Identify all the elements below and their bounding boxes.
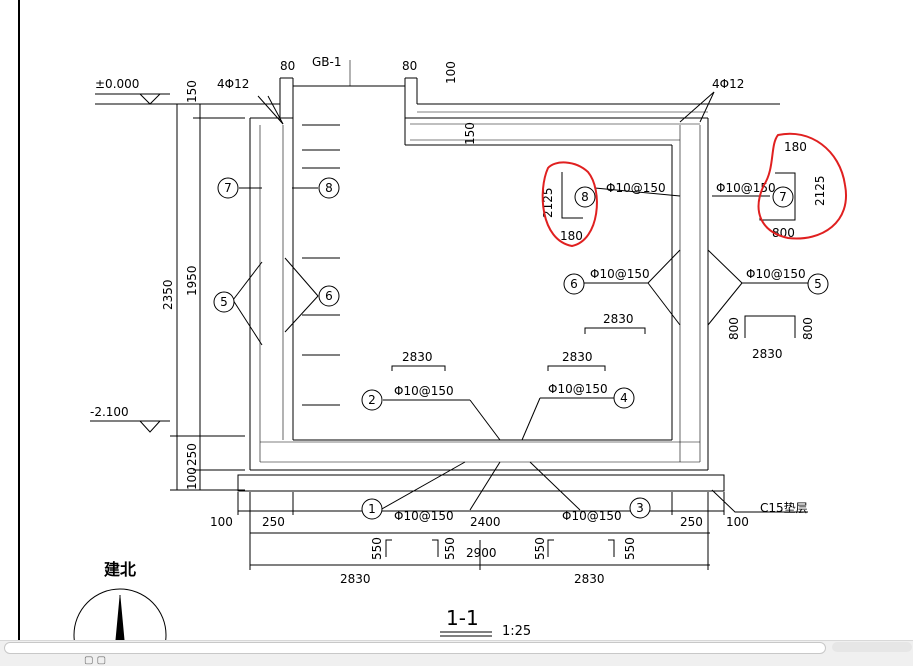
mark-7-right: 7	[779, 190, 787, 204]
dim-100-left: 100	[210, 515, 233, 529]
dim-550-b: 550	[443, 537, 457, 560]
mark-5-right: 5	[814, 277, 822, 291]
dim-80b: 80	[402, 59, 417, 73]
rebar-spec-2: Φ10@150	[394, 384, 454, 398]
mark-4: 4	[620, 391, 628, 405]
dim-100-vertical: 100	[185, 467, 199, 490]
bar-label-top-left: 4Φ12	[217, 77, 249, 91]
dim-80a: 80	[280, 59, 295, 73]
mark-6-left: 6	[325, 289, 333, 303]
dim-150-left: 150	[185, 80, 199, 103]
gb-label: GB-1	[312, 55, 342, 69]
mark-6-right: 6	[570, 277, 578, 291]
dim-2830-right: 2830	[574, 572, 605, 586]
mark-7-left: 7	[224, 181, 232, 195]
elevation-bottom: -2.100	[90, 405, 129, 419]
section-scale: 1:25	[502, 624, 531, 639]
scrollbar-track[interactable]	[4, 642, 826, 654]
dim-550-c: 550	[533, 537, 547, 560]
dim-1950: 1950	[185, 265, 199, 296]
bar7-bottom: 800	[772, 226, 795, 240]
dim-2900: 2900	[466, 546, 497, 560]
rebar-spec-4: Φ10@150	[548, 382, 608, 396]
mark-2: 2	[368, 393, 376, 407]
bar5-length: 2830	[752, 347, 783, 361]
bar6-length: 2830	[603, 312, 634, 326]
bar4-length: 2830	[562, 350, 593, 364]
north-label: 建北	[104, 560, 136, 579]
dim-550-d: 550	[623, 537, 637, 560]
status-bar-icons: ▢ ▢	[84, 655, 107, 666]
dim-250-vertical: 250	[185, 443, 199, 466]
north-arrow-circle	[73, 588, 167, 666]
dim-100-right: 100	[726, 515, 749, 529]
dim-150-slab: 150	[463, 122, 477, 145]
bar7-height: 2125	[813, 175, 827, 206]
mark-3: 3	[636, 501, 644, 515]
rebar-spec-6: Φ10@150	[590, 267, 650, 281]
rebar-spec-3: Φ10@150	[562, 509, 622, 523]
cushion-label: C15垫层	[760, 500, 808, 515]
bar-label-top-right: 4Φ12	[712, 77, 744, 91]
dim-2830-left: 2830	[340, 572, 371, 586]
highlight-bar-8	[541, 161, 598, 248]
bar5-hook-2: 800	[801, 317, 815, 340]
section-title: 1-1	[446, 606, 479, 630]
elevation-top: ±0.000	[95, 77, 139, 91]
bar8-width: 180	[560, 229, 583, 243]
rebar-spec-1: Φ10@150	[394, 509, 454, 523]
mark-5-left: 5	[220, 295, 228, 309]
bar2-length: 2830	[402, 350, 433, 364]
bar7-width: 180	[784, 140, 807, 154]
scrollbar-right-area[interactable]	[832, 642, 912, 652]
highlight-bar-7	[757, 132, 848, 240]
dim-2350: 2350	[161, 279, 175, 310]
dim-550-a: 550	[370, 537, 384, 560]
rebar-spec-7: Φ10@150	[716, 181, 776, 195]
dim-100-top: 100	[444, 61, 458, 84]
dim-250-left: 250	[262, 515, 285, 529]
mark-8-right: 8	[581, 190, 589, 204]
rebar-spec-5: Φ10@150	[746, 267, 806, 281]
horizontal-scrollbar[interactable]: ▢ ▢	[0, 640, 913, 666]
bar5-hook-1: 800	[727, 317, 741, 340]
mark-8-left: 8	[325, 181, 333, 195]
dim-250-right: 250	[680, 515, 703, 529]
dim-2400: 2400	[470, 515, 501, 529]
rebar-spec-8: Φ10@150	[606, 181, 666, 195]
section-drawing: 7 8 5 6 2 4 1 3 8 7 6 5 ±0.000 -2.100 GB…	[18, 0, 848, 666]
mark-1: 1	[368, 502, 376, 516]
